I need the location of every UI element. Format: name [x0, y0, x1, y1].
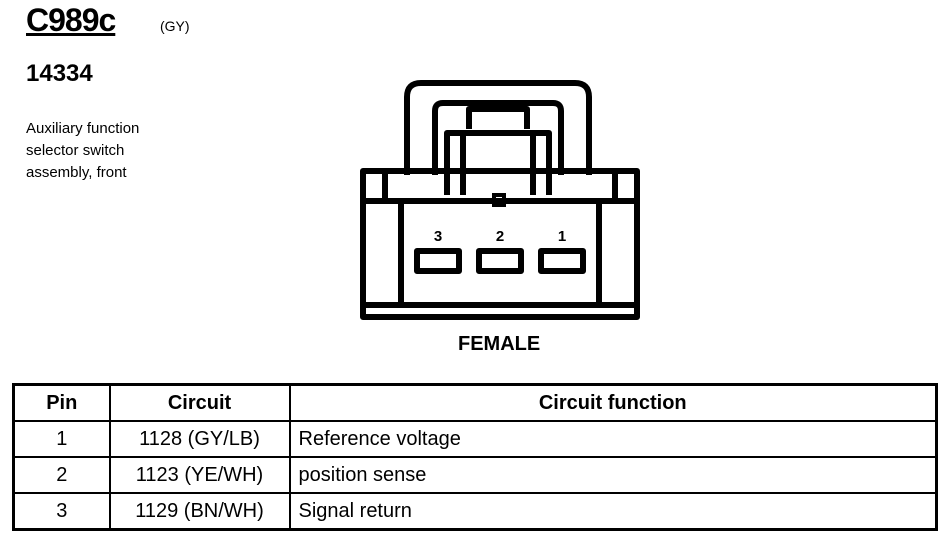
latch-outer — [404, 80, 592, 175]
cell-function: position sense — [288, 456, 938, 494]
description-line: Auxiliary function — [26, 120, 140, 137]
latch-tab — [466, 106, 530, 129]
pin-label-2: 2 — [496, 228, 504, 245]
cell-circuit: 1128 (GY/LB) — [108, 420, 291, 458]
cell-pin: 1 — [12, 420, 111, 458]
cell-pin: 3 — [12, 492, 111, 531]
polarizing-key — [492, 193, 506, 207]
pin-label-3: 3 — [434, 228, 442, 245]
pin-cavity-2 — [476, 248, 524, 274]
latch-inner — [432, 100, 564, 175]
pin-cavity-1 — [538, 248, 586, 274]
connector-id: C989c — [26, 2, 116, 38]
description-line: assembly, front — [26, 164, 127, 181]
latch-post-left — [444, 130, 466, 195]
connector-gender: FEMALE — [458, 333, 541, 355]
part-number: 14334 — [26, 60, 93, 87]
pin-label-1: 1 — [558, 228, 566, 245]
side-wall-right — [596, 198, 640, 308]
cell-pin: 2 — [12, 456, 111, 494]
table-row: 2 1123 (YE/WH) position sense — [12, 456, 938, 494]
cell-circuit: 1123 (YE/WH) — [108, 456, 291, 494]
header-pin: Pin — [12, 383, 111, 422]
pinout-table: Pin Circuit Circuit function 1 1128 (GY/… — [12, 383, 938, 531]
side-wall-left — [360, 198, 404, 308]
connector-description: Auxiliary function selector switch assem… — [26, 118, 206, 184]
header-circuit: Circuit — [108, 383, 291, 422]
header-function: Circuit function — [288, 383, 938, 422]
connector-color-code: (GY) — [160, 18, 190, 34]
latch-post-right — [530, 130, 552, 195]
cell-function: Signal return — [288, 492, 938, 531]
pin-cavity-3 — [414, 248, 462, 274]
cell-function: Reference voltage — [288, 420, 938, 458]
table-header-row: Pin Circuit Circuit function — [12, 383, 938, 422]
table-row: 1 1128 (GY/LB) Reference voltage — [12, 420, 938, 458]
cell-circuit: 1129 (BN/WH) — [108, 492, 291, 531]
table-row: 3 1129 (BN/WH) Signal return — [12, 492, 938, 531]
connector-face-diagram: 3 2 1 — [360, 80, 640, 320]
description-line: selector switch — [26, 142, 125, 159]
